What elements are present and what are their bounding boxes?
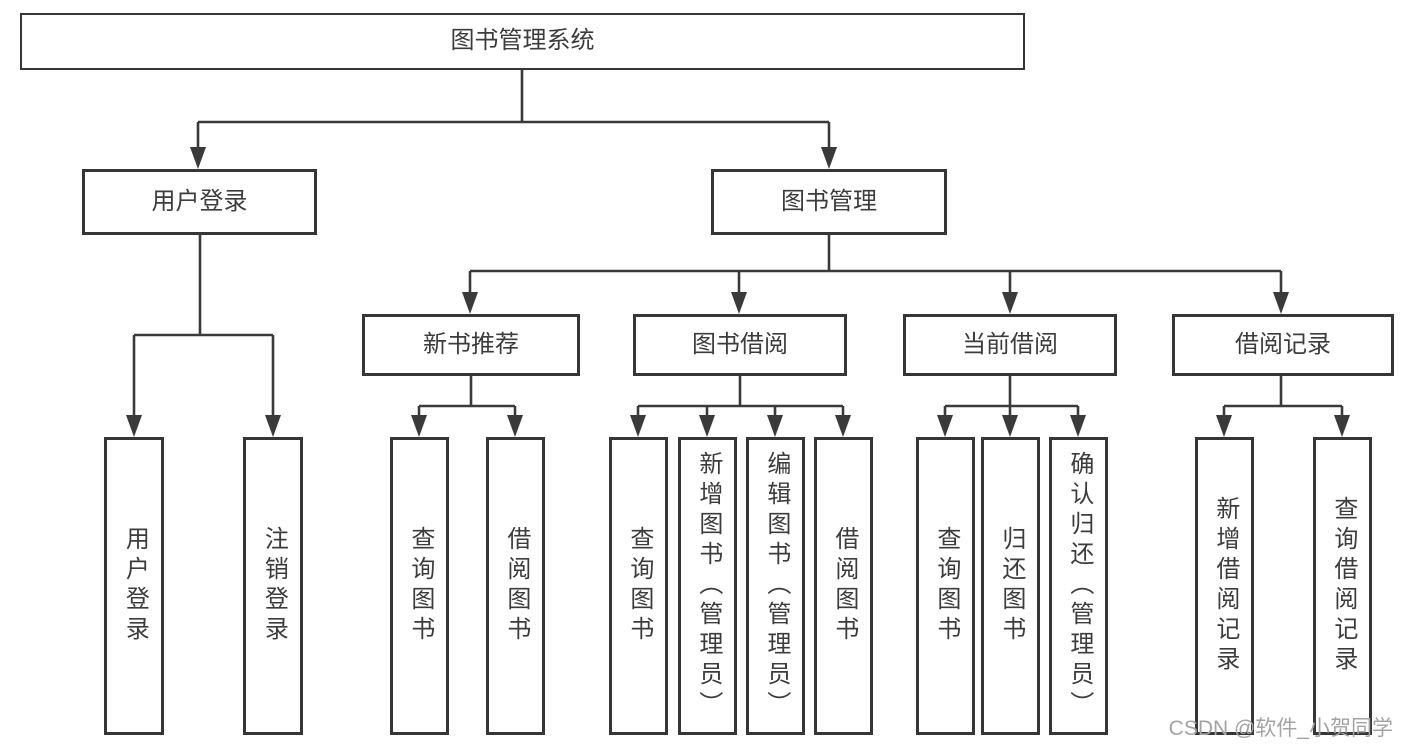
node-label: 借阅记录 xyxy=(1235,330,1331,358)
node-borrowing-records: 借阅记录 xyxy=(1172,314,1394,376)
leaf-add-books-admin: 新增图书（管理员） xyxy=(678,437,737,735)
node-label: 编辑图书（管理员） xyxy=(762,451,790,721)
node-user-login-branch: 用户登录 xyxy=(82,169,317,235)
leaf-edit-books-admin: 编辑图书（管理员） xyxy=(746,437,805,735)
node-label: 查询借阅记录 xyxy=(1329,496,1357,676)
node-label: 归还图书 xyxy=(997,526,1025,646)
node-current-borrowing: 当前借阅 xyxy=(903,314,1117,376)
leaf-user-login: 用户登录 xyxy=(104,437,164,735)
leaf-borrow-books-recommendation: 借阅图书 xyxy=(486,437,545,735)
leaf-borrow-books: 借阅图书 xyxy=(814,437,873,735)
leaf-query-books-borrowing: 查询图书 xyxy=(609,437,668,735)
leaf-add-borrow-record: 新增借阅记录 xyxy=(1195,437,1254,735)
node-label: 借阅图书 xyxy=(830,526,858,646)
leaf-query-books-recommendation: 查询图书 xyxy=(390,437,449,735)
node-library-management-system: 图书管理系统 xyxy=(20,13,1025,70)
node-new-book-recommendation: 新书推荐 xyxy=(362,314,580,376)
node-label: 图书借阅 xyxy=(692,330,788,358)
node-label: 查询图书 xyxy=(406,526,434,646)
node-label: 查询图书 xyxy=(625,526,653,646)
node-label: 用户登录 xyxy=(151,187,248,215)
leaf-query-books-current: 查询图书 xyxy=(916,437,975,735)
node-label: 新书推荐 xyxy=(423,330,519,358)
leaf-confirm-return-admin: 确认归还（管理员） xyxy=(1049,437,1108,735)
leaf-logout: 注销登录 xyxy=(243,437,303,735)
node-label: 借阅图书 xyxy=(502,526,530,646)
node-label: 注销登录 xyxy=(260,526,288,646)
node-label: 用户登录 xyxy=(121,526,149,646)
node-label: 图书管理 xyxy=(781,187,877,215)
node-book-borrowing: 图书借阅 xyxy=(633,314,847,376)
node-label: 当前借阅 xyxy=(962,330,1058,358)
node-label: 查询图书 xyxy=(932,526,960,646)
leaf-return-books: 归还图书 xyxy=(981,437,1040,735)
leaf-query-borrow-record: 查询借阅记录 xyxy=(1313,437,1372,735)
node-label: 图书管理系统 xyxy=(450,27,595,55)
node-label: 新增图书（管理员） xyxy=(694,451,722,721)
node-label: 新增借阅记录 xyxy=(1211,496,1239,676)
node-label: 确认归还（管理员） xyxy=(1065,451,1093,721)
node-book-management-branch: 图书管理 xyxy=(711,169,947,235)
csdn-watermark: CSDN @软件_小贺同学 xyxy=(1168,717,1393,740)
